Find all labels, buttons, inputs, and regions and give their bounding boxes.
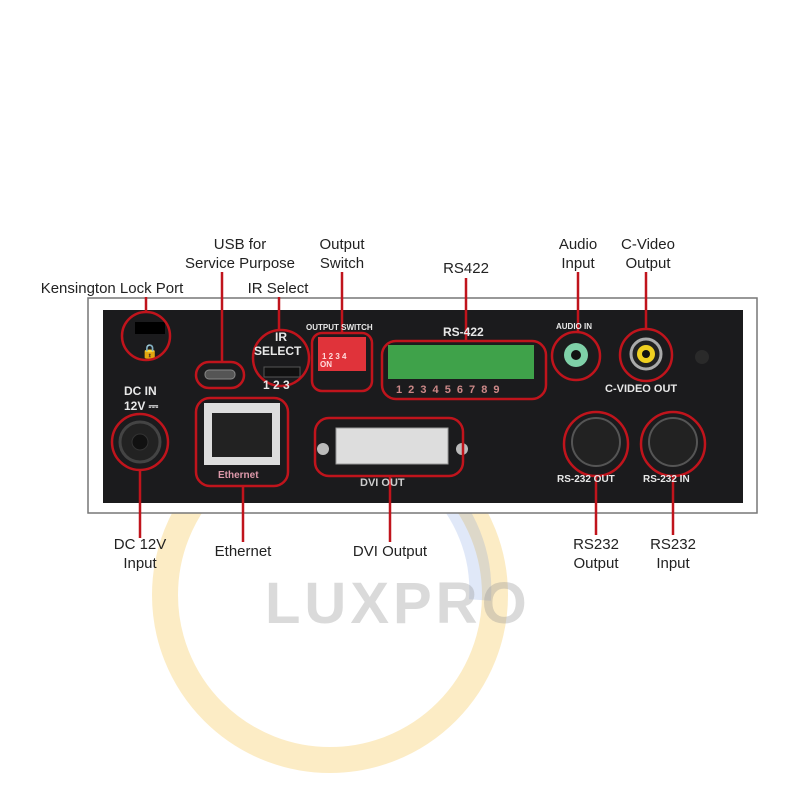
callout-cvideo-line1: C-Video xyxy=(621,236,675,253)
rs232-out-port xyxy=(571,417,621,467)
panel-ir-positions: 1 2 3 xyxy=(263,378,290,392)
panel-dc-in: DC IN xyxy=(124,384,157,398)
panel-ethernet: Ethernet xyxy=(218,470,259,481)
callout-ethernet: Ethernet xyxy=(214,543,272,560)
kensington-slot xyxy=(135,322,165,334)
panel-switch-numbers: 1 2 3 4 xyxy=(322,352,347,361)
panel-dvi-out: DVI OUT xyxy=(360,477,405,489)
callout-audio-line2: Input xyxy=(561,255,595,272)
callout-dc: DC 12V Input xyxy=(114,535,167,573)
callout-ir-select: IR Select xyxy=(247,280,309,297)
callout-usb-line2: Service Purpose xyxy=(184,255,296,272)
panel-output-switch: OUTPUT SWITCH xyxy=(306,323,373,332)
panel-ir: IR xyxy=(275,330,287,344)
panel-rs422: RS-422 xyxy=(443,325,484,339)
callout-rs232-in-line1: RS232 xyxy=(650,536,696,553)
callout-audio-line1: Audio xyxy=(558,236,598,253)
panel-dc-12v: 12V ⎓ xyxy=(124,399,159,413)
panel-cvideo-out: C-VIDEO OUT xyxy=(605,383,678,395)
highlight-marks xyxy=(110,272,707,542)
rs232-in-port xyxy=(648,417,698,467)
callout-dc-line1: DC 12V xyxy=(113,536,167,553)
callout-rs232-out-line2: Output xyxy=(573,555,619,572)
panel-rs422-pins: 1 2 3 4 5 6 7 8 9 xyxy=(396,384,500,396)
ir-switch xyxy=(263,366,301,378)
callout-output-switch-line1: Output xyxy=(319,236,365,253)
callout-cvideo-line2: Output xyxy=(625,255,671,272)
panel-audio-in: AUDIO IN xyxy=(556,322,592,331)
callout-kensington: Kensington Lock Port xyxy=(40,280,184,297)
callout-dvi: DVI Output xyxy=(352,543,428,560)
dvi-port xyxy=(335,427,449,465)
callout-dc-line2: Input xyxy=(123,555,157,572)
callout-rs232-out-line1: RS232 xyxy=(573,536,619,553)
callout-output-switch-line2: Switch xyxy=(319,255,365,272)
usb-port xyxy=(204,369,236,380)
callout-rs232-in-line2: Input xyxy=(656,555,690,572)
panel-rs232-in: RS-232 IN xyxy=(643,474,690,485)
callout-usb-line1: USB for xyxy=(213,236,267,253)
callout-rs422: RS422 xyxy=(443,260,489,277)
panel-rs232-out: RS-232 OUT xyxy=(557,474,615,485)
watermark: LUXPRO xyxy=(265,571,531,636)
panel-switch-on: ON xyxy=(320,360,332,369)
panel-select: SELECT xyxy=(254,344,302,358)
lock-icon: 🔒 xyxy=(141,343,158,360)
rs422-terminal xyxy=(388,345,534,379)
dip-switch xyxy=(318,337,366,371)
